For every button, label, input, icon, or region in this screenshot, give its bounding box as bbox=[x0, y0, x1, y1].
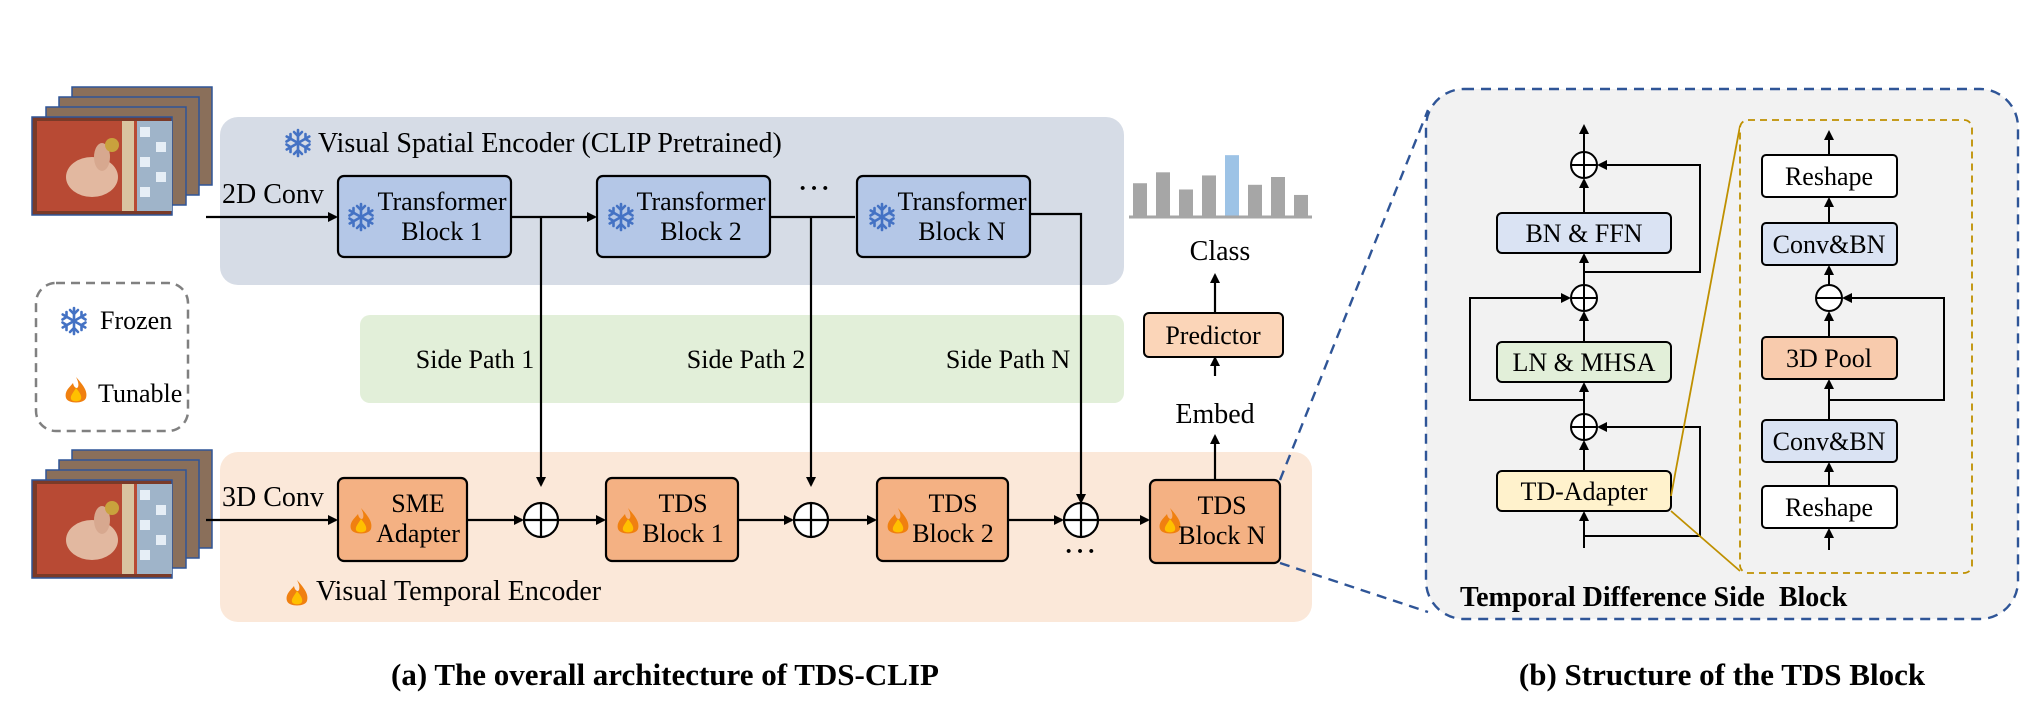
panel-a: Visual Spatial Encoder (CLIP Pretrained)… bbox=[31, 86, 1312, 692]
temporal-encoder-title: Visual Temporal Encoder bbox=[316, 576, 602, 607]
adder-icon bbox=[1062, 501, 1100, 539]
chart-bar bbox=[1133, 183, 1147, 216]
caption-a: (a) The overall architecture of TDS-CLIP bbox=[391, 657, 939, 692]
transformer-block-label: Block N bbox=[918, 217, 1006, 246]
tds-block-label: TDS bbox=[658, 489, 707, 518]
chart-bar bbox=[1248, 184, 1262, 216]
legend-frozen: Frozen bbox=[100, 306, 172, 335]
ellipsis: ··· bbox=[797, 170, 831, 207]
predictor-box bbox=[1143, 312, 1284, 358]
td-adapter-label: TD-Adapter bbox=[1520, 477, 1647, 506]
chart-bar bbox=[1156, 172, 1170, 216]
tds-block-n: TDS Block N bbox=[1148, 478, 1282, 565]
reshape-bottom-label: Reshape bbox=[1785, 493, 1873, 522]
td-adapter-connections bbox=[1824, 130, 1945, 550]
transformer-block-label: Transformer bbox=[897, 187, 1026, 216]
side-path-2-label: Side Path 2 bbox=[687, 345, 805, 374]
transformer-block-1: Transformer Block 1 bbox=[336, 174, 513, 259]
chart-bar bbox=[1202, 175, 1216, 216]
reshape-top-label: Reshape bbox=[1785, 162, 1873, 191]
pool-label: 3D Pool bbox=[1786, 344, 1872, 373]
conv-bn-top-label: Conv&BN bbox=[1773, 230, 1886, 259]
tds-block-2: TDS Block 2 bbox=[875, 476, 1010, 563]
class-label: Class bbox=[1190, 236, 1251, 267]
tds-block-label: Block 1 bbox=[642, 519, 724, 548]
caption-b: (b) Structure of the TDS Block bbox=[1519, 657, 1926, 692]
tds-block-label: TDS bbox=[928, 489, 977, 518]
adder-icon bbox=[1570, 284, 1598, 312]
transformer-block-label: Transformer bbox=[636, 187, 765, 216]
transformer-block-label: Block 2 bbox=[660, 217, 742, 246]
adder-icon bbox=[522, 501, 560, 539]
legend-tunable: Tunable bbox=[98, 379, 182, 408]
conv2d-label: 2D Conv bbox=[222, 179, 324, 210]
chart-bar bbox=[1294, 194, 1308, 216]
ln-mhsa-label: LN & MHSA bbox=[1512, 348, 1655, 377]
zoom-connectors bbox=[1278, 109, 1430, 614]
tds-block-label: Block N bbox=[1178, 521, 1266, 550]
sme-adapter-label: Adapter bbox=[376, 519, 460, 548]
chart-bar bbox=[1225, 155, 1239, 216]
video-frames-icon bbox=[31, 449, 213, 579]
conv-bn-bottom-label: Conv&BN bbox=[1773, 427, 1886, 456]
tds-block-1: TDS Block 1 bbox=[604, 476, 740, 563]
transformer-block-label: Transformer bbox=[377, 187, 506, 216]
adder-icon bbox=[1570, 151, 1598, 179]
tds-block-connections bbox=[1469, 124, 1741, 572]
transformer-block-label: Block 1 bbox=[401, 217, 483, 246]
video-frames-icon bbox=[31, 86, 213, 216]
side-path-n-label: Side Path N bbox=[946, 345, 1070, 374]
ellipsis: ··· bbox=[1063, 533, 1097, 570]
conv3d-label: 3D Conv bbox=[222, 482, 324, 513]
side-path-1-label: Side Path 1 bbox=[416, 345, 534, 374]
chart-bar bbox=[1271, 177, 1285, 216]
spatial-connections bbox=[206, 212, 1086, 504]
embed-label: Embed bbox=[1175, 399, 1254, 430]
spatial-encoder-title: Visual Spatial Encoder (CLIP Pretrained) bbox=[318, 128, 782, 159]
predictor-label: Predictor bbox=[1165, 321, 1261, 350]
sme-adapter-label: SME bbox=[391, 489, 444, 518]
bar-chart-icon bbox=[1129, 155, 1312, 219]
panel-b: BN & FFN LN & MHSA TD-Adapter Reshape bbox=[1424, 87, 2020, 692]
transformer-block-n: Transformer Block N bbox=[855, 174, 1032, 259]
adder-icon bbox=[792, 501, 830, 539]
adder-icon bbox=[1570, 413, 1598, 441]
bn-ffn-label: BN & FFN bbox=[1525, 219, 1642, 248]
tds-block-label: TDS bbox=[1197, 491, 1246, 520]
tds-block-title: Temporal Difference Side Block bbox=[1460, 582, 1848, 613]
chart-bar bbox=[1179, 189, 1193, 216]
sme-adapter: SME Adapter bbox=[336, 476, 469, 563]
transformer-block-2: Transformer Block 2 bbox=[595, 174, 772, 259]
tds-block-label: Block 2 bbox=[912, 519, 994, 548]
side-path-region bbox=[360, 315, 1124, 403]
temporal-connections bbox=[206, 273, 1220, 525]
subtract-icon bbox=[1815, 284, 1843, 312]
temporal-encoder-region bbox=[220, 452, 1312, 622]
